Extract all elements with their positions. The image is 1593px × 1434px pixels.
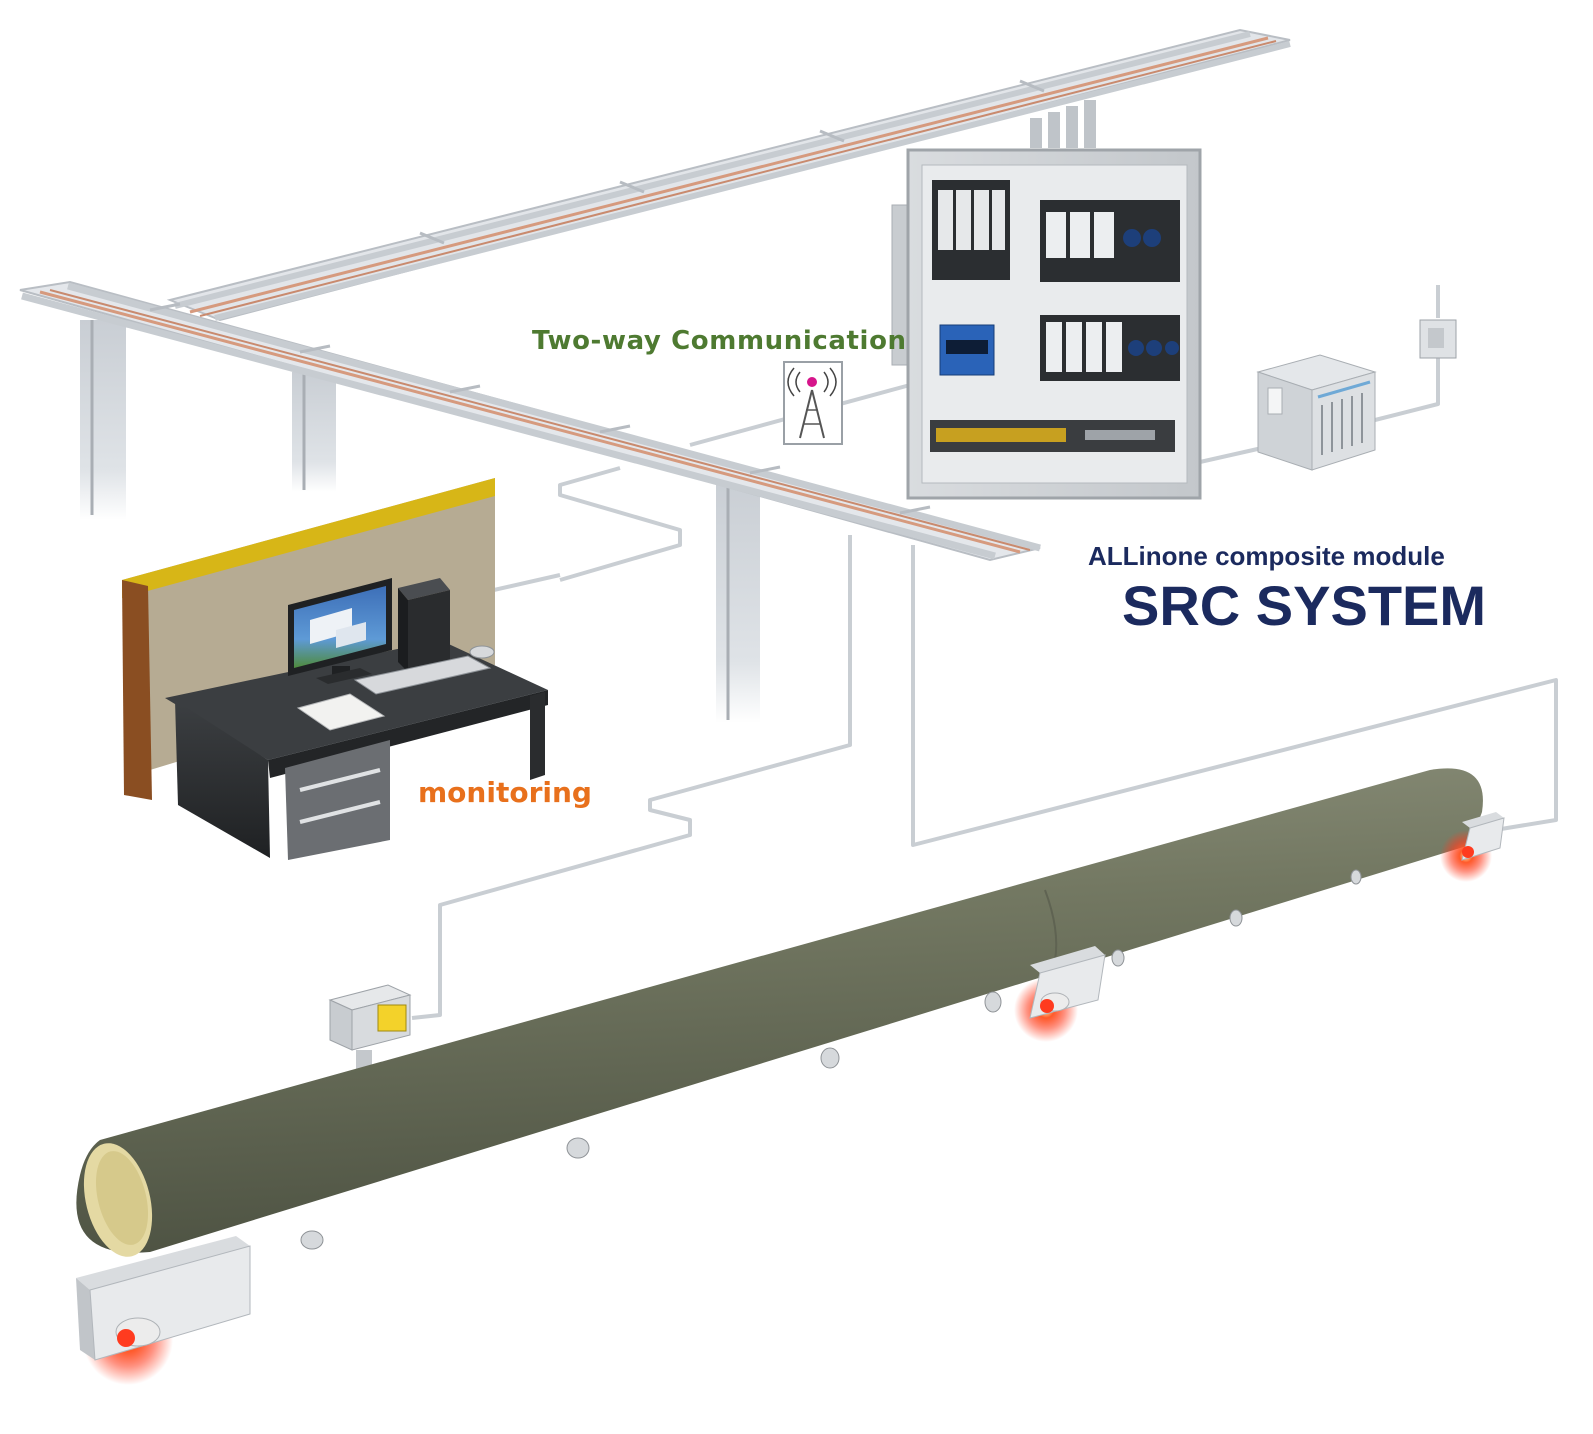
control-panel-icon (891, 100, 1202, 500)
sensor-module-icon (1014, 946, 1106, 1042)
sensor-module-icon (1440, 812, 1505, 882)
module-subtitle: ALLinone composite module (1088, 541, 1445, 571)
led-indicator (1040, 999, 1054, 1013)
heating-cable (189, 36, 1269, 314)
heating-cable (49, 289, 1031, 551)
led-indicator (117, 1329, 135, 1347)
led-indicator (1462, 846, 1474, 858)
communication-label: Two-way Communication (532, 326, 907, 356)
antenna-tower-icon (783, 361, 843, 445)
system-title: SRC SYSTEM (1122, 574, 1486, 637)
heating-cable (199, 40, 1277, 317)
insulated-pipe (76, 768, 1483, 1257)
conduit-lines (411, 285, 1558, 1020)
junction-box-icon (1419, 319, 1457, 359)
transformer-icon (1256, 354, 1377, 471)
support-pillar (80, 320, 126, 520)
monitoring-label: monitoring (418, 776, 592, 809)
heating-cable (39, 290, 1021, 554)
support-pillar (716, 478, 760, 723)
junction-box-icon (328, 984, 412, 1070)
support-pillar (292, 372, 336, 492)
cable-tray-structure (19, 28, 1291, 723)
sensor-module-icon (76, 1236, 251, 1385)
workstation-desk-icon (122, 478, 548, 860)
